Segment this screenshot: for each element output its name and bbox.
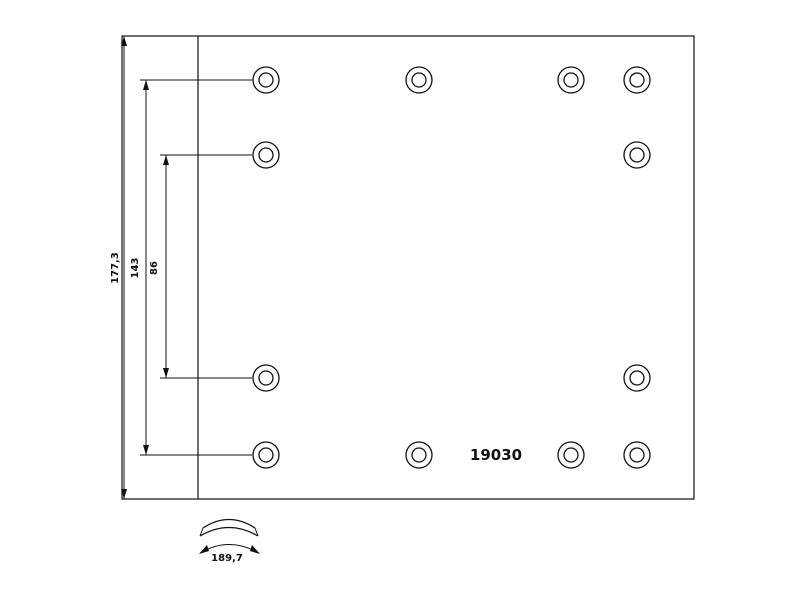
outer-rivet-spacing-label: 143 — [130, 258, 141, 279]
rivet-hole — [557, 441, 585, 469]
rivet-holes — [252, 66, 651, 469]
rivet-hole — [252, 364, 280, 392]
overall-height-dimension — [121, 36, 127, 499]
rivet-hole — [252, 141, 280, 169]
arc-length-label: 189,7 — [211, 553, 243, 564]
rivet-hole — [252, 66, 280, 94]
inner-rivet-spacing-label: 86 — [149, 261, 160, 275]
rivet-hole — [405, 66, 433, 94]
part-number: 19030 — [470, 446, 522, 464]
rivet-hole — [623, 441, 651, 469]
rivet-hole — [623, 66, 651, 94]
outer-rivet-spacing-dimension — [140, 79, 252, 456]
lining-outline — [121, 35, 695, 500]
rivet-hole — [557, 66, 585, 94]
rivet-hole — [623, 364, 651, 392]
overall-height-label: 177,3 — [110, 252, 121, 284]
inner-rivet-spacing-dimension — [160, 154, 252, 379]
arc-length-symbol — [199, 518, 260, 554]
rivet-hole — [405, 441, 433, 469]
rivet-hole — [252, 441, 280, 469]
rivet-hole — [623, 141, 651, 169]
